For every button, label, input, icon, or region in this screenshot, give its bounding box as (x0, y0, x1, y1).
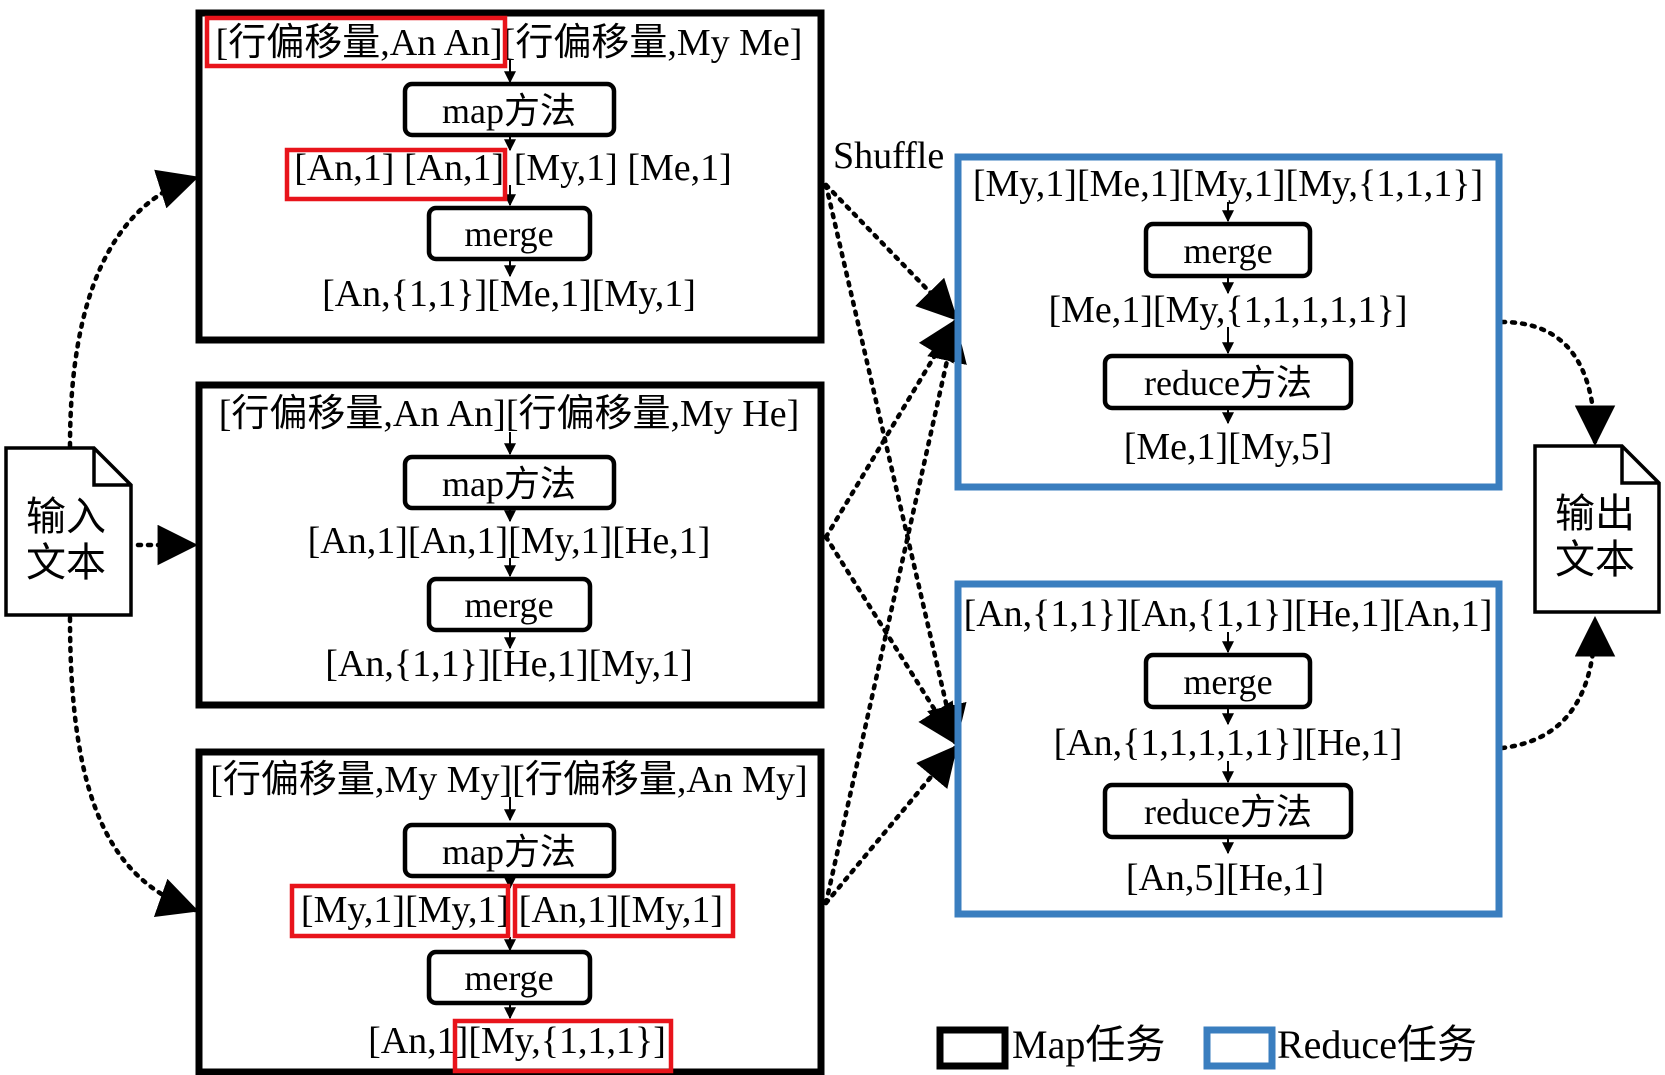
map-task-2-merge-output: [An,{1,1}][He,1][My,1] (325, 643, 692, 685)
legend-map-swatch (936, 1026, 1009, 1070)
map-task-1-method: map方法 (442, 91, 576, 131)
map-task-1-highlight-input (204, 15, 508, 69)
legend-reduce-label: Reduce任务 (1277, 1022, 1477, 1067)
legend-reduce-swatch (1203, 1026, 1276, 1070)
map-task-2-merge-box (426, 576, 593, 633)
map-task-1-input: [行偏移量,An An][行偏移量,My Me] (216, 22, 803, 64)
reduce-task-1-merge: merge (1183, 231, 1272, 271)
map-task-1-map-output: [An,1] [An,1] [My,1] [Me,1] (294, 147, 732, 189)
map-task-1-frame (195, 9, 825, 344)
arrow-input-to-map3 (67, 615, 199, 917)
reduce-task-2: [An,{1,1}][An,{1,1}][He,1][An,1] merge [… (954, 580, 1503, 918)
reduce-task-1: [My,1][Me,1][My,1][My,{1,1,1}] merge [Me… (954, 153, 1503, 491)
reduce-task-2-merge: merge (1183, 662, 1272, 702)
reduce-task-1-input: [My,1][Me,1][My,1][My,{1,1,1}] (973, 163, 1483, 205)
map-task-3-highlight-an (512, 883, 736, 939)
map-task-3: [行偏移量,My My][行偏移量,An My] map方法 [My,1][My… (195, 748, 825, 1075)
input-document-line2: 文本 (26, 540, 106, 585)
map-task-3-method-box (402, 822, 617, 879)
reduce-task-1-output: [Me,1][My,5] (1124, 426, 1333, 468)
map-task-2: [行偏移量,An An][行偏移量,My He] map方法 [An,1][An… (195, 381, 825, 709)
map-task-1-merge: merge (464, 214, 553, 254)
reduce-task-2-merge-box (1143, 652, 1313, 710)
map-task-3-method: map方法 (442, 832, 576, 872)
reduce-task-1-method: reduce方法 (1144, 363, 1312, 403)
legend: Map任务 Reduce任务 (936, 1022, 1477, 1070)
output-document-line2: 文本 (1555, 537, 1635, 582)
shuffle-map3-to-reduce1 (823, 321, 967, 906)
map-task-1-merge-output: [An,{1,1}][Me,1][My,1] (322, 273, 696, 315)
map-task-3-highlight-my (289, 883, 511, 939)
shuffle-map1-to-reduce1 (823, 182, 958, 321)
shuffle-map2-to-reduce2 (823, 534, 958, 746)
map-task-1-method-box (402, 81, 617, 138)
map-task-2-merge: merge (464, 585, 553, 625)
reduce-task-2-method: reduce方法 (1144, 792, 1312, 832)
input-to-map-arrows (67, 169, 199, 917)
output-document-line1: 输出 (1555, 491, 1635, 536)
map-task-2-frame (195, 381, 825, 709)
reduce-task-1-frame (954, 153, 1503, 491)
reduce-task-2-method-box (1102, 782, 1354, 840)
map-task-3-merge-box (426, 949, 593, 1006)
reduce-task-2-merge-output: [An,{1,1,1,1,1}][He,1] (1054, 722, 1403, 764)
map-task-2-method: map方法 (442, 464, 576, 504)
shuffle-map2-to-reduce1 (823, 318, 958, 540)
reduce-task-2-frame (954, 580, 1503, 918)
reduce-task-1-method-box (1102, 353, 1354, 411)
map-task-3-merge: merge (464, 958, 553, 998)
shuffle-label: Shuffle (833, 135, 944, 177)
shuffle-arrows (823, 182, 967, 906)
shuffle-map1-to-reduce2 (823, 182, 967, 746)
legend-map-label: Map任务 (1012, 1022, 1165, 1067)
map-task-2-map-output: [An,1][An,1][My,1][He,1] (308, 520, 711, 562)
map-task-3-merge-output: [An,1][My,{1,1,1}] (368, 1020, 666, 1062)
map-task-1: [行偏移量,An An][行偏移量,My Me] map方法 [An,1] [A… (195, 9, 825, 344)
arrow-reduce2-to-output (1499, 615, 1616, 751)
output-document: 输出 文本 (1533, 444, 1661, 614)
map-task-1-highlight-output (284, 147, 508, 202)
map-task-3-highlight-merge (452, 1018, 674, 1074)
reduce-task-2-input: [An,{1,1}][An,{1,1}][He,1][An,1] (964, 593, 1493, 635)
reduce-task-2-output: [An,5][He,1] (1126, 857, 1324, 899)
input-document-icon (4, 446, 133, 617)
map-task-1-merge-box (426, 205, 593, 262)
arrow-input-to-map1 (67, 169, 199, 449)
input-document: 输入 文本 (4, 446, 133, 617)
reduce-task-1-merge-box (1143, 221, 1313, 279)
reduce-task-1-merge-output: [Me,1][My,{1,1,1,1,1}] (1048, 289, 1407, 331)
arrow-reduce1-to-output (1499, 319, 1616, 447)
input-document-line1: 输入 (26, 494, 106, 539)
shuffle-map3-to-reduce2 (823, 744, 958, 906)
map-task-2-input: [行偏移量,An An][行偏移量,My He] (219, 393, 800, 435)
reduce-to-output-arrows (1499, 319, 1616, 751)
map-task-2-method-box (402, 454, 617, 511)
map-task-3-input: [行偏移量,My My][行偏移量,An My] (210, 759, 807, 801)
map-task-3-map-output: [My,1][My,1] [An,1][My,1] (301, 889, 723, 931)
